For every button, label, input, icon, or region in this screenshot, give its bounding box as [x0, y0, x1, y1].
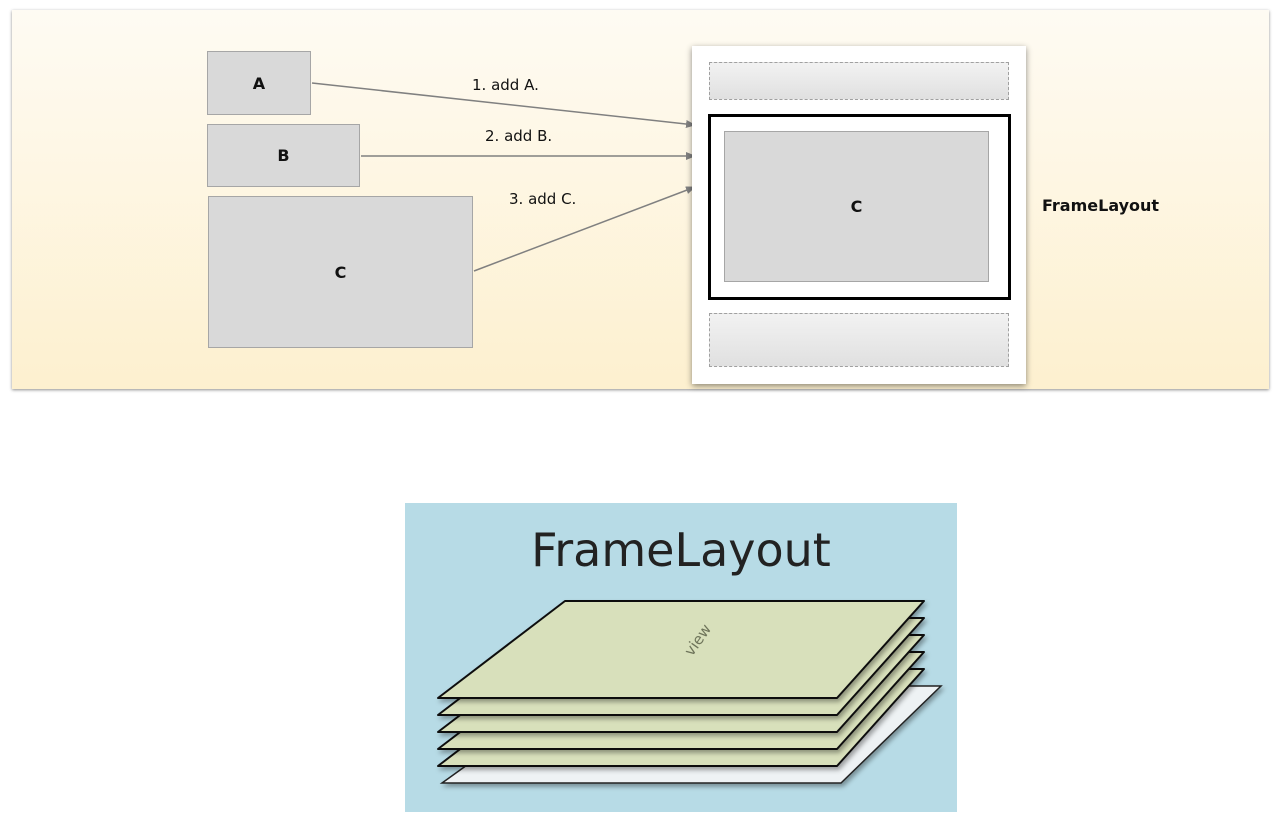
view-box-c: C: [208, 196, 473, 348]
view-box-b-label: B: [277, 146, 290, 165]
view-box-a-label: A: [252, 73, 266, 93]
layer-stack: view: [437, 600, 943, 784]
view-box-b: B: [207, 124, 360, 187]
empty-slot-top: [709, 62, 1009, 100]
framelayout-active-frame: C: [708, 114, 1011, 300]
framelayout-container: C: [692, 46, 1026, 384]
empty-slot-bottom: [709, 313, 1009, 367]
view-layer: [437, 600, 925, 699]
add-views-diagram-panel: A B C 1. add A. 2. add B. 3. add C. C Fr…: [12, 10, 1269, 389]
framelayout-label: FrameLayout: [1042, 196, 1160, 215]
step-label-add-b: 2. add B.: [485, 127, 553, 145]
arrow-add-c: [473, 186, 696, 272]
view-box-c-in-frame: C: [724, 131, 989, 282]
step-label-add-a: 1. add A.: [472, 76, 539, 94]
step-label-add-c: 3. add C.: [509, 190, 577, 208]
view-box-c-label: C: [334, 262, 347, 282]
layer-stack-title: FrameLayout: [531, 523, 831, 577]
arrow-add-a: [311, 82, 696, 128]
layer-stack-panel: FrameLayout view: [405, 503, 957, 812]
frame-content-label: C: [850, 197, 863, 216]
add-arrows: [311, 82, 696, 272]
view-box-a: A: [207, 51, 311, 115]
